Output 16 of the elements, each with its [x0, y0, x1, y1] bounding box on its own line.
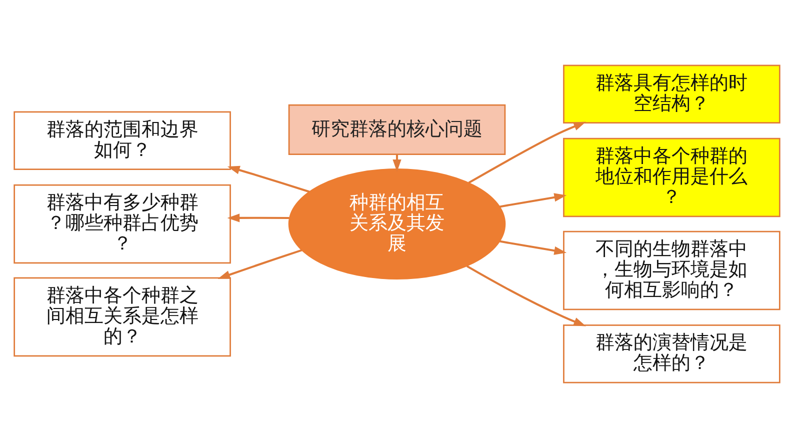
node-box: 不同的生物群落中，生物与环境是如何相互影响的？	[563, 230, 780, 310]
arrow	[466, 264, 586, 326]
arrow	[227, 213, 290, 222]
node-box: 群落中各个种群的地位和作用是什么？	[563, 137, 780, 217]
arrow	[499, 192, 567, 208]
node-box: 群落的范围和边界如何？	[14, 110, 231, 170]
node-ellipse: 种群的相互关系及其发展	[288, 168, 506, 279]
node-box: 群落中各个种群之间相互关系是怎样的？	[14, 276, 231, 356]
node-box: 群落具有怎样的时空结构？	[563, 64, 780, 124]
arrow	[468, 121, 586, 184]
node-box: 群落中有多少种群？哪些种群占优势？	[14, 184, 231, 264]
node-box: 群落的演替情况是怎样的？	[563, 324, 780, 383]
node-box: 研究群落的核心问题	[288, 104, 506, 154]
arrow	[227, 165, 310, 192]
arrow	[499, 240, 567, 254]
arrow	[218, 248, 302, 278]
